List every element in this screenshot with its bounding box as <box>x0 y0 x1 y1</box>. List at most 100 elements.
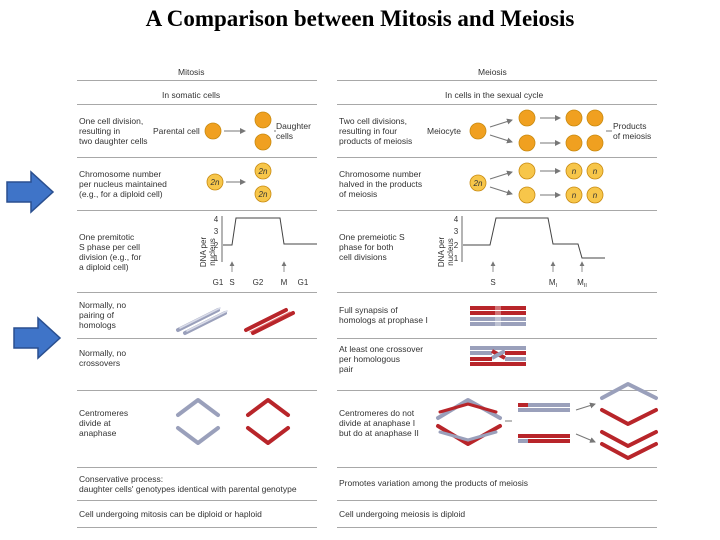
daughter-cell <box>254 111 272 129</box>
y-tick-label: 3 <box>454 227 459 236</box>
parental-cell <box>204 122 222 140</box>
indicator-arrow-chromosome <box>6 170 55 214</box>
divider <box>337 338 657 339</box>
daughter-cell <box>254 133 272 151</box>
mitosis-anaphase-chromosomes <box>176 398 290 445</box>
divider <box>337 292 657 293</box>
synapsed-homologs <box>470 305 526 327</box>
divider <box>77 157 317 158</box>
mitosis-sphase-text: One premitotic S phase per cell division… <box>79 232 142 272</box>
haploid-cell <box>518 186 536 204</box>
y-tick-label: 1 <box>214 254 219 263</box>
meiosis-crossover-text: At least one crossover per homologous pa… <box>339 344 424 374</box>
meiosis-sphase-text: One premeiotic S phase for both cell div… <box>339 232 405 262</box>
product-cell <box>565 109 583 127</box>
divider <box>77 500 317 501</box>
mitosis-centromeres-text: Centromeres divide at anaphase <box>79 408 129 438</box>
meiosis-division-text: Two cell divisions, resulting in four pr… <box>339 116 413 146</box>
divider <box>77 80 317 81</box>
divider <box>337 80 657 81</box>
phase-label: S <box>229 278 234 287</box>
products-label: Products of meiosis <box>613 121 652 141</box>
meiocyte-label: Meiocyte <box>427 126 462 136</box>
n-label: n <box>572 191 577 200</box>
divider <box>77 467 317 468</box>
y-tick-label: 1 <box>454 254 459 263</box>
divider <box>337 390 657 391</box>
meiosis-subheader: In cells in the sexual cycle <box>445 90 544 100</box>
phase-label: MII <box>577 278 587 289</box>
divider <box>337 467 657 468</box>
meiosis-centromeres-text: Centromeres do not divide at anaphase I … <box>339 408 419 438</box>
meiosis-variation-text: Promotes variation among the products of… <box>339 478 528 488</box>
product-cell <box>586 109 604 127</box>
y-tick-label: 4 <box>454 215 459 224</box>
mitosis-dna-curve <box>223 217 317 246</box>
parental-cell-label: Parental cell <box>153 126 200 136</box>
indicator-arrow-crossovers <box>13 316 62 360</box>
product-cell <box>586 134 604 152</box>
meiosis-synapsis-text: Full synapsis of homologs at prophase I <box>339 305 428 325</box>
diploid-cell <box>469 174 487 192</box>
unpaired-homologs <box>176 307 295 335</box>
n-label: n <box>593 167 598 176</box>
daughter-cells-label: Daughter cells <box>276 121 311 141</box>
divider <box>77 210 317 211</box>
two-n-label: 2n <box>210 178 220 187</box>
divider <box>77 338 317 339</box>
meiosis-cell <box>518 134 536 152</box>
mitosis-chromosome-text: Chromosome number per nucleus maintained… <box>79 169 167 199</box>
meiosis-ploidy-text: Cell undergoing meiosis is diploid <box>339 509 466 519</box>
phase-label: M <box>281 278 288 287</box>
phase-label: G2 <box>253 278 264 287</box>
haploid-cell <box>565 186 583 204</box>
crossover-homologs <box>470 346 526 366</box>
dna-axis-label: DNA pernucleus <box>437 237 455 268</box>
haploid-cell <box>518 162 536 180</box>
dna-axis-label: DNA pernucleus <box>199 237 217 268</box>
meiosis-header: Meiosis <box>478 67 507 77</box>
mitosis-crossovers-text: Normally, no crossovers <box>79 348 127 368</box>
diploid-cell <box>254 185 272 203</box>
mitosis-phase-labels: G1 S G2 M G1 <box>213 278 309 287</box>
divider <box>77 390 317 391</box>
two-n-label: 2n <box>473 179 483 188</box>
divider <box>337 527 657 528</box>
y-tick-label: 4 <box>214 215 219 224</box>
y-tick-label: 2 <box>454 241 459 250</box>
phase-label: G1 <box>298 278 309 287</box>
two-n-label: 2n <box>258 190 268 199</box>
divider <box>337 500 657 501</box>
mitosis-pairing-text: Normally, no pairing of homologs <box>79 300 127 330</box>
y-tick-label: 2 <box>214 241 219 250</box>
divider <box>337 104 657 105</box>
diploid-cell <box>254 162 272 180</box>
divider <box>77 104 317 105</box>
divider <box>337 157 657 158</box>
mitosis-header: Mitosis <box>178 67 205 77</box>
mitosis-conservative-text: Conservative process: daughter cells' ge… <box>79 474 297 494</box>
haploid-cell <box>565 162 583 180</box>
divider <box>77 527 317 528</box>
page-title: A Comparison between Mitosis and Meiosis <box>145 6 575 31</box>
meiosis-dna-curve <box>463 217 605 259</box>
n-label: n <box>593 191 598 200</box>
n-label: n <box>572 167 577 176</box>
haploid-cell <box>586 162 604 180</box>
meiosis-anaphase-chromosomes <box>436 382 658 460</box>
meiosis-cell <box>518 109 536 127</box>
haploid-cell <box>586 186 604 204</box>
divider <box>337 210 657 211</box>
meiocyte-cell <box>469 122 487 140</box>
product-cell <box>565 134 583 152</box>
mitosis-division-text: One cell division, resulting in two daug… <box>79 116 148 146</box>
mitosis-subheader: In somatic cells <box>162 90 221 100</box>
phase-label: S <box>490 278 495 287</box>
phase-label: G1 <box>213 278 224 287</box>
two-n-label: 2n <box>258 167 268 176</box>
meiosis-chromosome-text: Chromosome number halved in the products… <box>339 169 423 199</box>
